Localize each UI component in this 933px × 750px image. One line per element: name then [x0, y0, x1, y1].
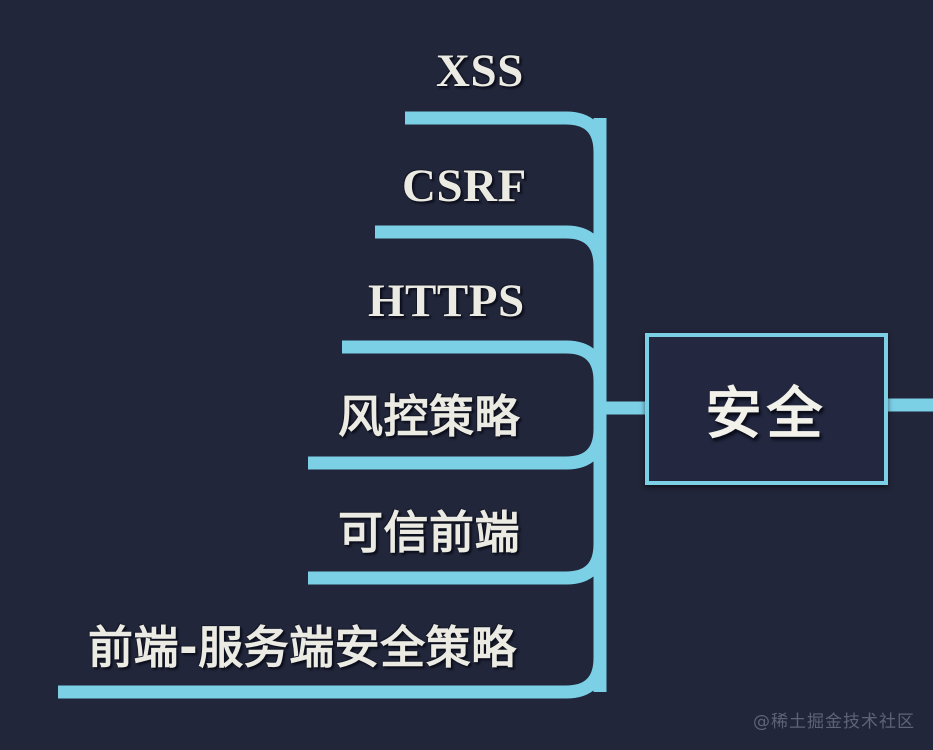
branch-label-xss[interactable]: XSS: [436, 45, 524, 97]
branch-label-https[interactable]: HTTPS: [368, 275, 525, 327]
branch-label-trusted-frontend[interactable]: 可信前端: [338, 506, 521, 559]
branch-label-risk-control[interactable]: 风控策略: [338, 390, 521, 443]
branch-label-csrf[interactable]: CSRF: [402, 160, 527, 212]
root-node-label: 安全: [705, 381, 828, 447]
connector-https: [342, 340, 607, 382]
root-node-security[interactable]: 安全: [645, 333, 888, 485]
connector-csrf: [375, 225, 607, 267]
branch-label-frontend-server-policy[interactable]: 前端-服务端安全策略: [88, 621, 517, 674]
watermark: @稀土掘金技术社区: [753, 712, 915, 732]
